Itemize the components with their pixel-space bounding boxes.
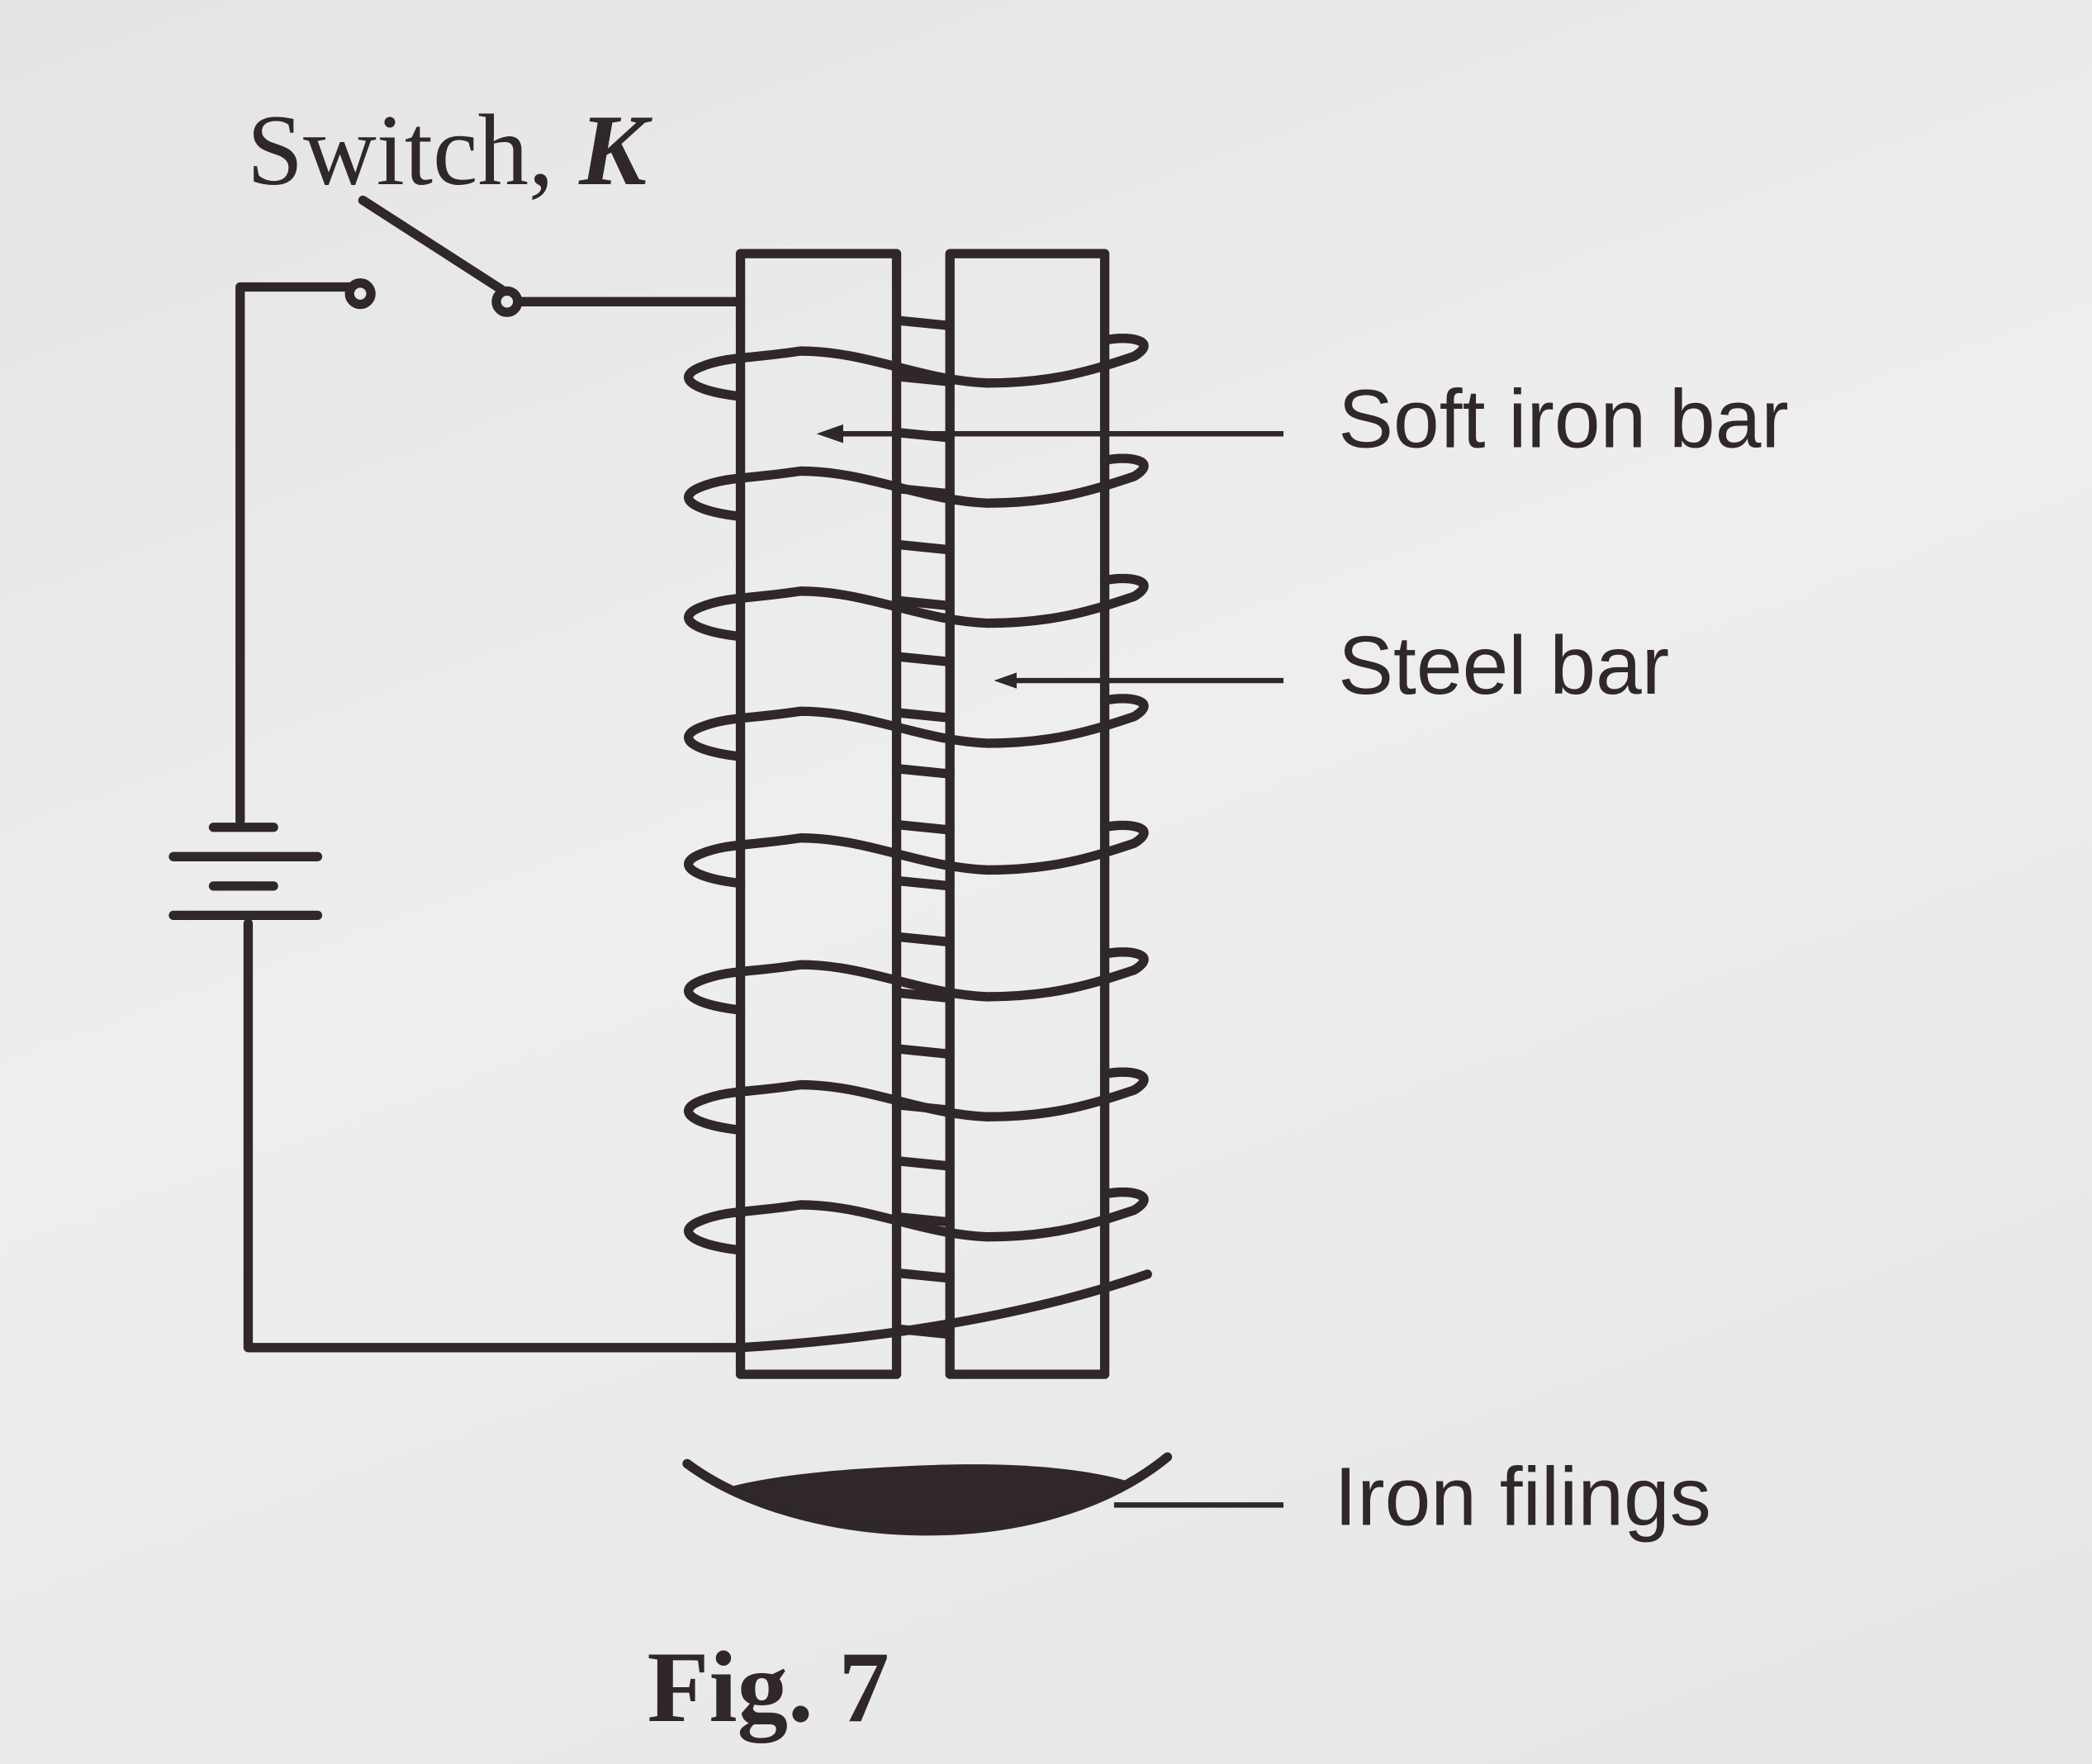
gap-rung [891,1044,955,1060]
gap-rung [891,652,955,667]
battery-icon [168,823,323,921]
gap-rung [891,539,955,555]
label-steel-bar: Steel bar [1338,619,1669,712]
gap-rung [891,819,955,835]
switch-blade [358,195,507,295]
gap-rung [891,764,955,779]
switch-symbol: K [578,94,652,206]
coil-turn [684,947,1149,1015]
gap-rung [891,988,955,1003]
gap-rung [891,1268,955,1283]
label-iron-filings: Iron filings [1334,1451,1710,1544]
coil-turn [684,573,1149,642]
steel-bar [945,249,1110,1379]
label-soft-iron-bar: Soft iron bar [1338,372,1788,465]
figure-caption: Fig. 7 [647,1631,889,1743]
leader-lines [816,424,1284,1508]
bars [735,249,1110,1379]
soft-iron-bar [735,249,902,1379]
coil-turn [684,334,1149,401]
coil-turn [684,820,1149,889]
gap-rung [891,1212,955,1227]
coil-turn [684,1187,1149,1255]
gap-rung [891,708,955,723]
gap-rung [891,932,955,947]
gap-rung [891,1324,955,1340]
iron-filings [682,1452,1173,1536]
gap-rung [891,315,955,331]
coil-turn [684,1067,1149,1136]
gap-rung [891,875,955,891]
coil-turn [684,694,1149,761]
coil [684,334,1149,1255]
switch-label: Switch, K [247,94,652,206]
gap-rung [891,1155,955,1171]
coil-turn [684,453,1149,522]
gap-rung [891,595,955,611]
